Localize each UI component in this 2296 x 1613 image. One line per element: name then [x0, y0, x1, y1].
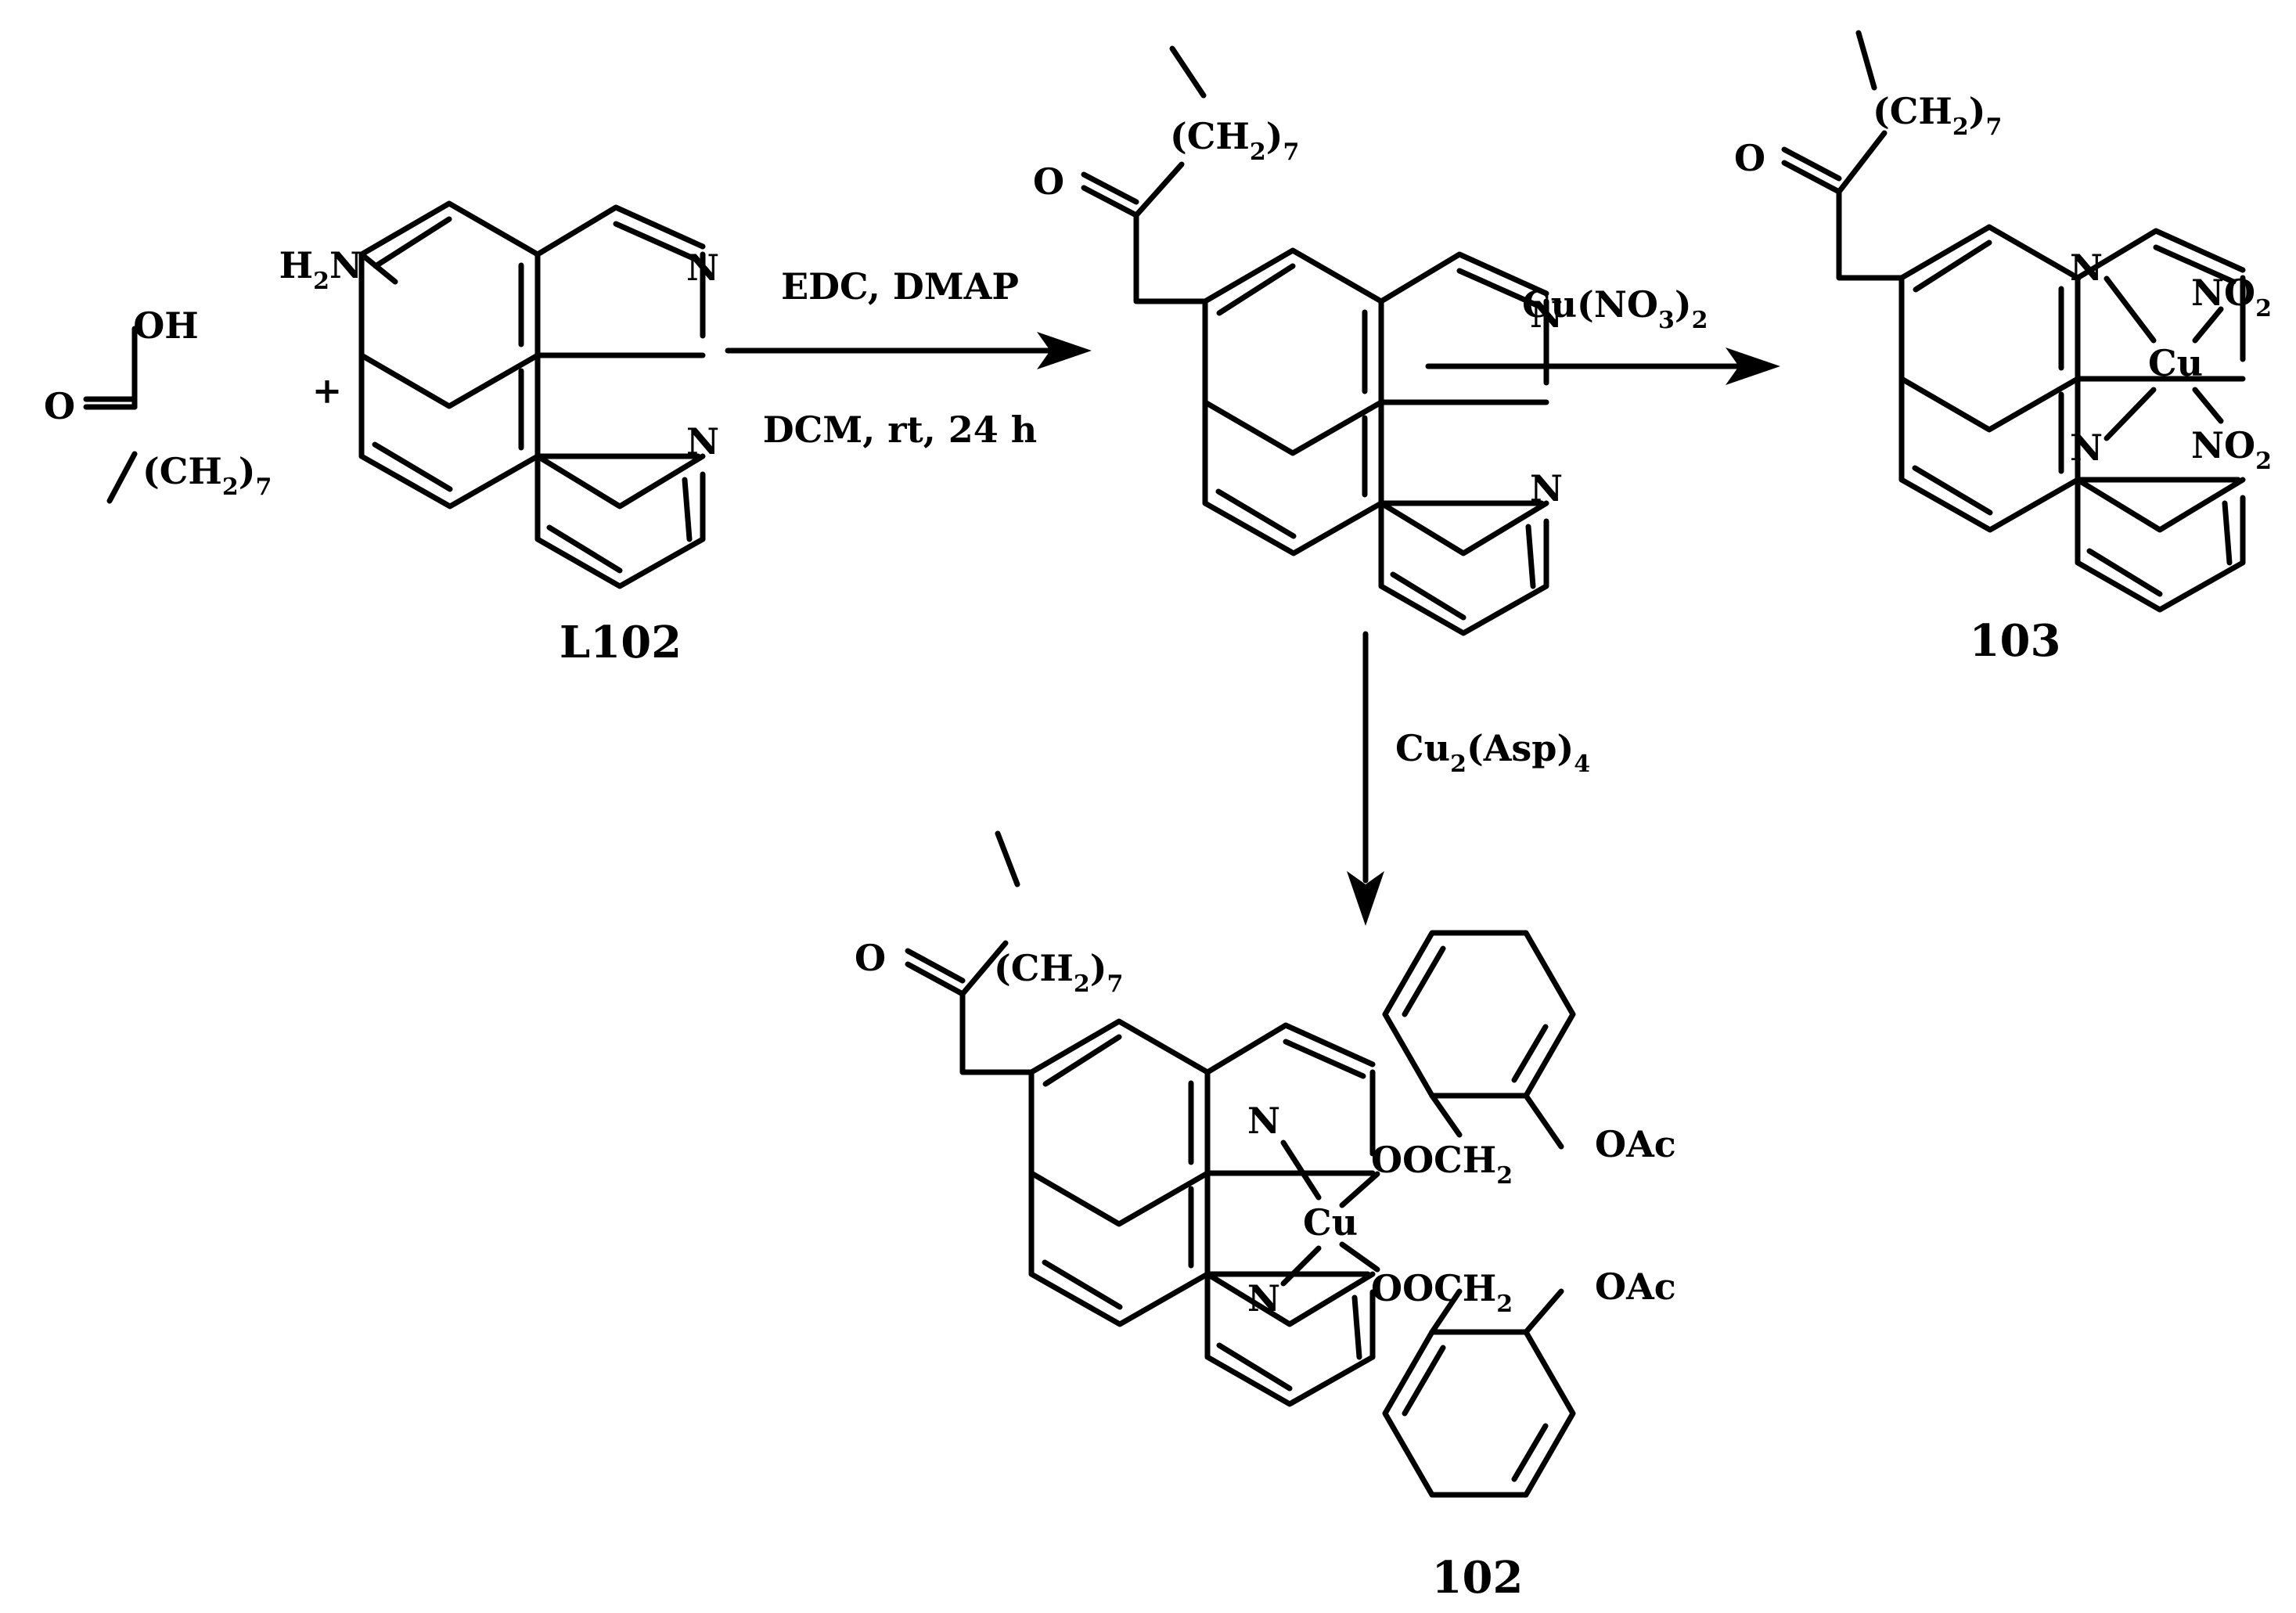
- carboxylic-acid-reactant: OH O (CH2)7: [44, 304, 272, 504]
- condition-label: DCM, rt, 24 h: [763, 409, 1037, 451]
- nitrogen-label: N: [2070, 427, 2103, 469]
- reaction-arrow-step2: Cu(NO3)2: [1425, 283, 1780, 385]
- amine-label: H2N: [279, 244, 362, 295]
- carboxylate-label: OOCH2: [1371, 1267, 1513, 1318]
- copper-aspirinate-complex-102: O (CH2)7 N N Cu OOCH2 OOCH2 OAc OAc 102: [855, 830, 1676, 1604]
- compound-label-102: 102: [1432, 1552, 1524, 1604]
- reagent-label: Cu(NO3)2: [1522, 283, 1708, 334]
- alkyl-chain-label: (CH2)7: [994, 947, 1123, 998]
- copper-label: Cu: [2148, 342, 2203, 384]
- nitrogen-label: N: [686, 247, 719, 289]
- carbonyl-oxygen-label: O: [1734, 137, 1765, 179]
- alkyl-chain-label: (CH2)7: [1873, 90, 2002, 141]
- nitrogen-label: N: [1247, 1277, 1280, 1320]
- nitrogen-label: N: [686, 420, 719, 463]
- carboxylate-label: OOCH2: [1371, 1139, 1513, 1190]
- compound-label-103: 103: [1970, 615, 2061, 667]
- carbonyl-oxygen-label: O: [855, 937, 886, 979]
- copper-label: Cu: [1303, 1201, 1358, 1244]
- compound-label-L102: L102: [560, 617, 682, 668]
- reaction-arrow-step3: Cu2(Asp)4: [1347, 631, 1590, 926]
- ligand-L102: H2N N N L102: [279, 203, 719, 668]
- copper-nitrate-complex-103: O (CH2)7 N N Cu NO2 NO2 103: [1734, 30, 2272, 667]
- amide-ligand-product: O (CH2)7 N N: [1033, 45, 1563, 633]
- nitro-group-label: NO2: [2191, 272, 2272, 322]
- nitrogen-label: N: [1247, 1100, 1280, 1142]
- nitrogen-label: N: [1530, 293, 1563, 336]
- acetoxy-label: OAc: [1595, 1266, 1676, 1308]
- nitrogen-label: N: [1530, 467, 1563, 509]
- reaction-arrow-step1: EDC, DMAP DCM, rt, 24 h: [725, 265, 1092, 451]
- acetoxy-label: OAc: [1595, 1123, 1676, 1165]
- plus-sign: +: [312, 369, 343, 412]
- nitro-group-label: NO2: [2191, 424, 2272, 475]
- carbonyl-oxygen-label: O: [1033, 160, 1064, 203]
- hydroxyl-label: OH: [133, 304, 199, 347]
- carbonyl-oxygen-label: O: [44, 385, 75, 427]
- reagent-label: EDC, DMAP: [781, 265, 1019, 308]
- reagent-label: Cu2(Asp)4: [1395, 727, 1590, 778]
- alkyl-chain-label: (CH2)7: [1170, 115, 1299, 166]
- nitrogen-label: N: [2070, 247, 2103, 289]
- alkyl-chain-label: (CH2)7: [142, 450, 272, 501]
